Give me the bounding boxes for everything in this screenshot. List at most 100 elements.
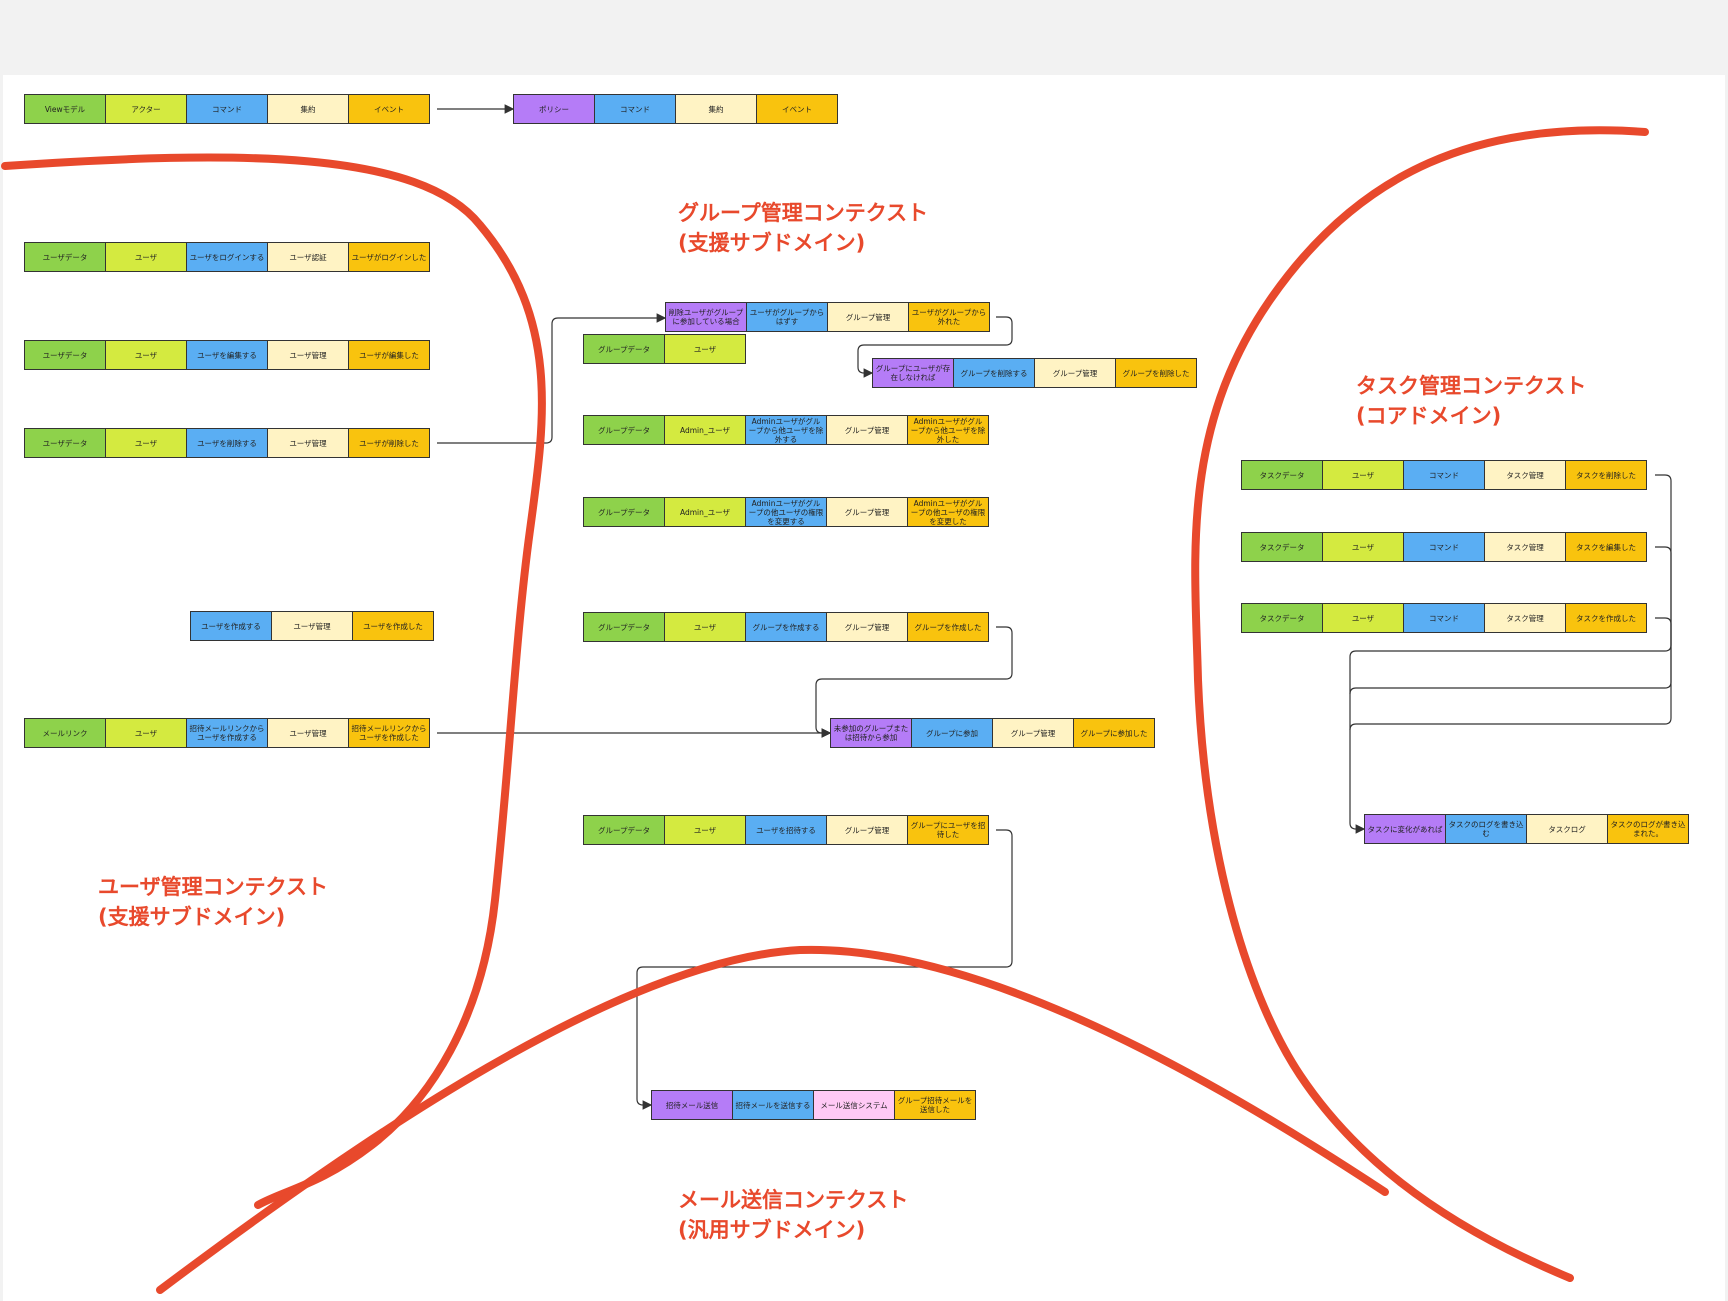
group-join-row: 未参加のグループまたは招待から参加 グループに参加 グループ管理 グループに参加… [830,718,1155,748]
event-card: タスクを編集した [1565,532,1647,562]
view-model-card: タスクデータ [1241,532,1323,562]
actor-card: ユーザ [1322,603,1404,633]
group-admin-remove-row: グループデータ Admin_ユーザ Adminユーザがグループから他ユーザを除外… [583,415,989,445]
user-edit-row: ユーザデータ ユーザ ユーザを編集する ユーザ管理 ユーザが編集した [24,340,430,370]
aggregate-card: ユーザ管理 [267,718,349,748]
event-card: ユーザを作成した [352,611,434,641]
view-model-card: グループデータ [583,815,665,845]
command-card: 招待メールリンクからユーザを作成する [186,718,268,748]
group-remove-policy-row: 削除ユーザがグループに参加している場合 ユーザがグループからはずす グループ管理… [665,302,990,332]
command-card: Adminユーザがグループから他ユーザを除外する [745,415,827,445]
aggregate-card: グループ管理 [827,302,909,332]
aggregate-card: タスクログ [1526,814,1608,844]
aggregate-card: グループ管理 [826,415,908,445]
aggregate-card: ユーザ管理 [271,611,353,641]
command-card: Adminユーザがグループの他ユーザの権限を変更する [745,497,827,527]
aggregate-card: グループ管理 [1034,358,1116,388]
aggregate-card: ユーザ管理 [267,340,349,370]
mail-send-row: 招待メール送信 招待メールを送信する メール送信システム グループ招待メールを送… [651,1090,976,1120]
legend-command: コマンド [594,94,676,124]
context-subtitle: (支援サブドメイン) [678,231,866,255]
legend-view-model: Viewモデル [24,94,106,124]
event-card: ユーザが編集した [348,340,430,370]
policy-card: 招待メール送信 [651,1090,733,1120]
aggregate-card: グループ管理 [992,718,1074,748]
legend-aggregate: 集約 [675,94,757,124]
event-card: グループを作成した [907,612,989,642]
event-card: タスクのログが書き込まれた。 [1607,814,1689,844]
view-model-card: メールリンク [24,718,106,748]
view-model-card: グループデータ [583,334,665,364]
actor-card: ユーザ [664,334,746,364]
event-card: タスクを削除した [1565,460,1647,490]
command-card: ユーザをログインする [186,242,268,272]
command-card: タスクのログを書き込む [1445,814,1527,844]
legend-aggregate: 集約 [267,94,349,124]
actor-card: ユーザ [105,242,187,272]
view-model-card: ユーザデータ [24,340,106,370]
command-card: 招待メールを送信する [732,1090,814,1120]
context-subtitle: (汎用サブドメイン) [678,1218,866,1242]
policy-card: 未参加のグループまたは招待から参加 [830,718,912,748]
context-title: タスク管理コンテクスト [1356,374,1587,398]
command-card: コマンド [1403,532,1485,562]
task-log-row: タスクに変化があれば タスクのログを書き込む タスクログ タスクのログが書き込ま… [1364,814,1689,844]
view-model-card: ユーザデータ [24,242,106,272]
group-invite-row: グループデータ ユーザ ユーザを招待する グループ管理 グループにユーザを招待し… [583,815,989,845]
context-title: ユーザ管理コンテクスト [98,875,328,899]
view-model-card: グループデータ [583,612,665,642]
user-create-row: ユーザを作成する ユーザ管理 ユーザを作成した [190,611,434,641]
legend-actor: アクター [105,94,187,124]
legend-command: コマンド [186,94,268,124]
user-context-label: ユーザ管理コンテクスト (支援サブドメイン) [98,872,328,932]
event-card: ユーザが削除した [348,428,430,458]
actor-card: ユーザ [664,612,746,642]
task-context-label: タスク管理コンテクスト (コアドメイン) [1356,371,1586,431]
policy-card: タスクに変化があれば [1364,814,1446,844]
command-card: コマンド [1403,460,1485,490]
event-card: グループに参加した [1073,718,1155,748]
event-card: グループにユーザを招待した [907,815,989,845]
user-delete-row: ユーザデータ ユーザ ユーザを削除する ユーザ管理 ユーザが削除した [24,428,430,458]
context-subtitle: (支援サブドメイン) [98,905,286,929]
command-card: グループを削除する [953,358,1035,388]
command-card: ユーザを編集する [186,340,268,370]
command-card: ユーザがグループからはずす [746,302,828,332]
event-card: Adminユーザがグループの他ユーザの権限を変更した [907,497,989,527]
command-card: ユーザを招待する [745,815,827,845]
policy-card: 削除ユーザがグループに参加している場合 [665,302,747,332]
mail-context-label: メール送信コンテクスト (汎用サブドメイン) [678,1185,908,1245]
legend-row-right: ポリシー コマンド 集約 イベント [513,94,838,124]
group-delete-policy-row: グループにユーザが存在しなければ グループを削除する グループ管理 グループを削… [872,358,1197,388]
context-title: メール送信コンテクスト [678,1188,909,1212]
task-edit-row: タスクデータ ユーザ コマンド タスク管理 タスクを編集した [1241,532,1647,562]
context-subtitle: (コアドメイン) [1356,404,1502,428]
actor-card: ユーザ [105,428,187,458]
command-card: グループを作成する [745,612,827,642]
group-admin-role-row: グループデータ Admin_ユーザ Adminユーザがグループの他ユーザの権限を… [583,497,989,527]
legend-event: イベント [348,94,430,124]
event-card: 招待メールリンクからユーザを作成した [348,718,430,748]
command-card: ユーザを作成する [190,611,272,641]
task-delete-row: タスクデータ ユーザ コマンド タスク管理 タスクを削除した [1241,460,1647,490]
task-create-row: タスクデータ ユーザ コマンド タスク管理 タスクを作成した [1241,603,1647,633]
group-create-row: グループデータ ユーザ グループを作成する グループ管理 グループを作成した [583,612,989,642]
aggregate-card: ユーザ管理 [267,428,349,458]
view-model-card: ユーザデータ [24,428,106,458]
actor-card: ユーザ [1322,532,1404,562]
event-card: タスクを作成した [1565,603,1647,633]
aggregate-card: タスク管理 [1484,460,1566,490]
group-remove-actor-row: グループデータ ユーザ [583,334,746,364]
actor-card: ユーザ [105,718,187,748]
event-card: ユーザがログインした [348,242,430,272]
view-model-card: グループデータ [583,497,665,527]
actor-card: Admin_ユーザ [664,497,746,527]
view-model-card: タスクデータ [1241,460,1323,490]
context-title: グループ管理コンテクスト [678,201,929,225]
aggregate-card: グループ管理 [826,612,908,642]
aggregate-card: ユーザ認証 [267,242,349,272]
user-login-row: ユーザデータ ユーザ ユーザをログインする ユーザ認証 ユーザがログインした [24,242,430,272]
policy-card: グループにユーザが存在しなければ [872,358,954,388]
user-invite-link-row: メールリンク ユーザ 招待メールリンクからユーザを作成する ユーザ管理 招待メー… [24,718,430,748]
aggregate-card: グループ管理 [826,497,908,527]
